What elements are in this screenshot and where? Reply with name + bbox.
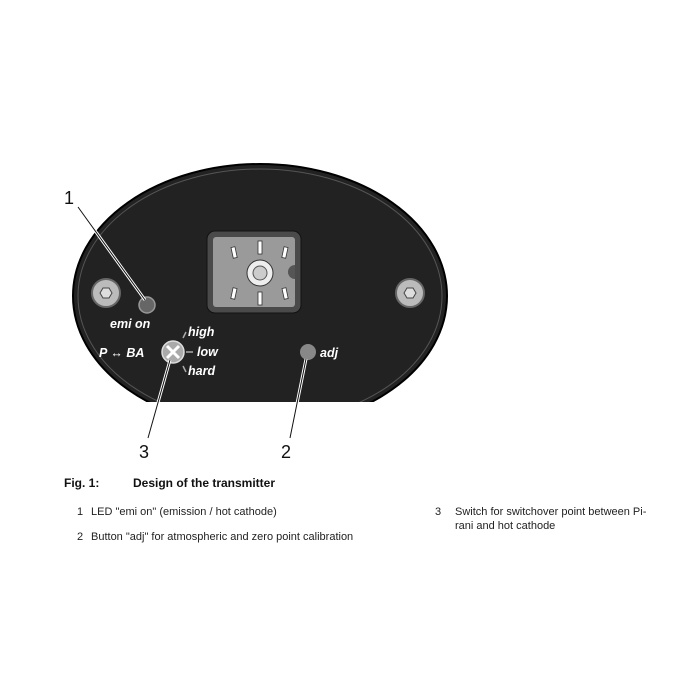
- legend-num-2: 2: [77, 531, 84, 543]
- callout-3: 3: [139, 442, 149, 462]
- connector-socket: [206, 230, 302, 314]
- legend-text-1: LED "emi on" (emission / hot cathode): [91, 506, 277, 518]
- legend-num-3: 3: [435, 506, 442, 518]
- label-hard: hard: [188, 364, 215, 378]
- figure-number: Fig. 1:: [64, 476, 100, 490]
- legend-text-3b: rani and hot cathode: [455, 520, 556, 532]
- callout-1: 1: [64, 188, 74, 208]
- figure-title: Design of the transmitter: [133, 476, 276, 490]
- legend-text-2: Button "adj" for atmospheric and zero po…: [91, 531, 354, 543]
- legend-text-3a: Switch for switchover point between Pi-: [455, 506, 647, 518]
- callout-2: 2: [281, 442, 291, 462]
- label-high: high: [188, 325, 215, 339]
- label-emi-on: emi on: [110, 317, 151, 331]
- screw-left: [91, 278, 121, 308]
- leader-lines: [77, 206, 307, 439]
- screw-right: [395, 278, 425, 308]
- led-emi-on: [138, 296, 156, 314]
- label-low: low: [197, 345, 219, 359]
- legend-num-1: 1: [77, 506, 84, 518]
- label-adj: adj: [320, 346, 339, 360]
- switchover-switch[interactable]: [161, 331, 193, 373]
- adj-button[interactable]: [300, 344, 316, 360]
- label-p-ba: P ↔ BA: [99, 346, 144, 360]
